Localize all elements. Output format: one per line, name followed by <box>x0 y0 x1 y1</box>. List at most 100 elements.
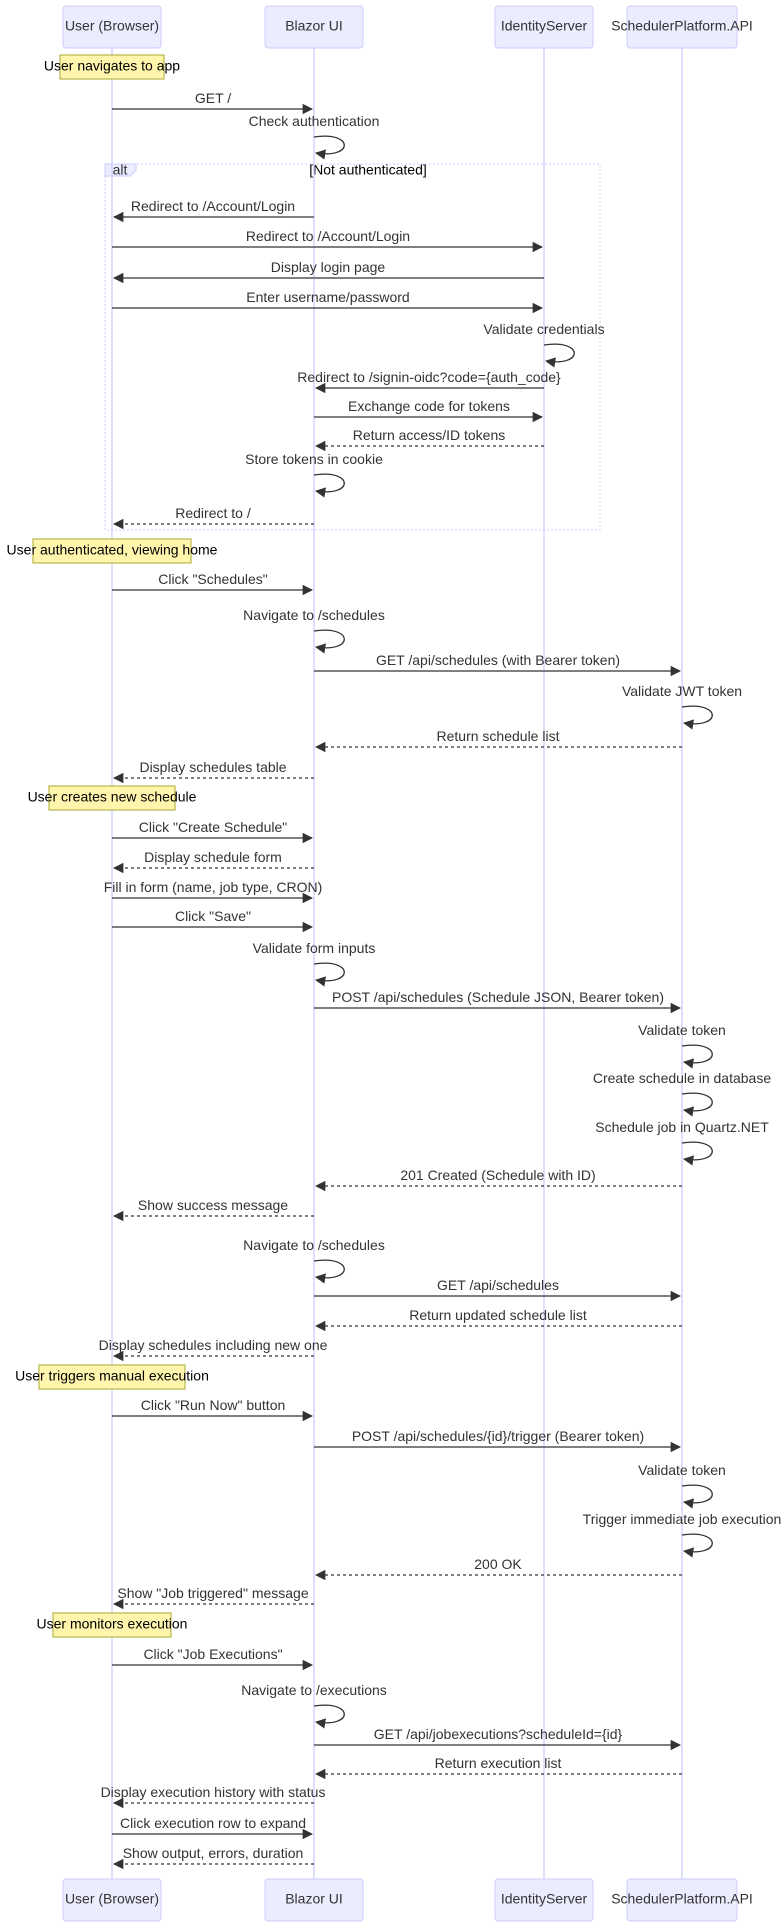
self-message-label: Trigger immediate job execution <box>583 1511 782 1527</box>
self-message: Check authentication <box>249 113 380 160</box>
actor-label: Blazor UI <box>285 1891 343 1907</box>
actor-box <box>264 1878 364 1922</box>
message-label: Redirect to / <box>175 505 251 521</box>
message: Show "Job triggered" message <box>112 1585 314 1610</box>
self-loop-arrow <box>313 1704 345 1729</box>
self-loop-arrow <box>681 1533 713 1558</box>
actor-ui-top: Blazor UI <box>264 5 364 49</box>
note-text: User triggers manual execution <box>15 1368 209 1384</box>
self-message-label: Navigate to /schedules <box>243 607 385 623</box>
message-label: Return access/ID tokens <box>353 427 506 443</box>
message: Return execution list <box>314 1755 682 1780</box>
message: Display execution history with status <box>101 1784 326 1809</box>
self-message-label: Store tokens in cookie <box>245 451 383 467</box>
note: User creates new schedule <box>28 785 197 811</box>
message: 201 Created (Schedule with ID) <box>314 1167 682 1192</box>
message: Click "Run Now" button <box>112 1397 314 1422</box>
self-message: Store tokens in cookie <box>245 451 383 498</box>
message: Return access/ID tokens <box>314 427 544 452</box>
self-message: Trigger immediate job execution <box>583 1511 782 1558</box>
actor-box <box>62 1878 162 1922</box>
note: User triggers manual execution <box>15 1364 209 1390</box>
actor-user-top: User (Browser) <box>62 5 162 49</box>
note-box <box>32 538 192 564</box>
note-text: User monitors execution <box>37 1616 188 1632</box>
alt-frame: alt[Not authenticated] <box>104 162 601 531</box>
note-text: User creates new schedule <box>28 789 197 805</box>
self-loop-arrow <box>681 1141 713 1166</box>
message-label: GET /api/jobexecutions?scheduleId={id} <box>374 1726 623 1742</box>
note-text: User authenticated, viewing home <box>7 542 218 558</box>
message: 200 OK <box>314 1556 682 1581</box>
message-label: Redirect to /Account/Login <box>131 198 295 214</box>
message: Redirect to /Account/Login <box>112 228 544 253</box>
message-label: Return schedule list <box>437 728 560 744</box>
actor-box <box>264 5 364 49</box>
message-label: Redirect to /signin-oidc?code={auth_code… <box>297 369 561 385</box>
self-loop-arrow <box>681 1044 713 1069</box>
message: Display schedule form <box>112 849 314 874</box>
self-message-label: Check authentication <box>249 113 380 129</box>
self-loop-arrow <box>543 343 575 368</box>
message-label: Click "Create Schedule" <box>139 819 287 835</box>
self-message-label: Validate credentials <box>483 321 604 337</box>
message: GET /api/schedules (with Bearer token) <box>314 652 682 677</box>
message: Return schedule list <box>314 728 682 753</box>
actor-label: SchedulerPlatform.API <box>611 18 753 34</box>
note: User authenticated, viewing home <box>7 538 218 564</box>
note-box <box>38 1364 186 1390</box>
message: Redirect to /Account/Login <box>112 198 314 223</box>
note: User navigates to app <box>44 54 180 80</box>
actor-label: User (Browser) <box>65 1891 159 1907</box>
message-label: Redirect to /Account/Login <box>246 228 410 244</box>
alt-keyword: alt <box>113 162 128 178</box>
message-label: Click "Run Now" button <box>141 1397 286 1413</box>
message: Redirect to /signin-oidc?code={auth_code… <box>297 369 561 394</box>
message-label: Click execution row to expand <box>120 1815 306 1831</box>
message: Show success message <box>112 1197 314 1222</box>
self-message: Validate token <box>638 1022 726 1069</box>
actor-user-bottom: User (Browser) <box>62 1878 162 1922</box>
self-message: Validate JWT token <box>622 683 742 730</box>
self-message: Validate form inputs <box>253 940 375 987</box>
message-label: Return updated schedule list <box>409 1307 587 1323</box>
actor-label: Blazor UI <box>285 18 343 34</box>
message-label: Show "Job triggered" message <box>117 1585 308 1601</box>
message: Redirect to / <box>112 505 314 530</box>
self-message-label: Create schedule in database <box>593 1070 771 1086</box>
message-label: POST /api/schedules/{id}/trigger (Bearer… <box>352 1428 644 1444</box>
alt-frame-border <box>104 163 601 531</box>
self-message: Navigate to /schedules <box>243 1237 385 1284</box>
actor-label: IdentityServer <box>501 1891 588 1907</box>
self-loop-arrow <box>681 705 713 730</box>
message: GET /api/jobexecutions?scheduleId={id} <box>314 1726 682 1751</box>
message-label: Click "Save" <box>175 908 251 924</box>
message: Click "Job Executions" <box>112 1646 314 1671</box>
message: Display login page <box>112 259 544 284</box>
message-label: POST /api/schedules (Schedule JSON, Bear… <box>332 989 664 1005</box>
message-label: Show output, errors, duration <box>123 1845 304 1861</box>
actor-ids-bottom: IdentityServer <box>494 1878 594 1922</box>
actor-label: IdentityServer <box>501 18 588 34</box>
note-box <box>59 54 165 80</box>
self-message: Navigate to /executions <box>241 1682 387 1729</box>
message-label: Exchange code for tokens <box>348 398 510 414</box>
self-message-label: Validate token <box>638 1462 726 1478</box>
actor-box <box>626 1878 738 1922</box>
self-loop-arrow <box>313 473 345 498</box>
note-text: User navigates to app <box>44 58 180 74</box>
message: Display schedules table <box>112 759 314 784</box>
self-loop-arrow <box>313 135 345 160</box>
message: Fill in form (name, job type, CRON) <box>104 879 322 904</box>
message-label: Click "Schedules" <box>158 571 268 587</box>
actor-label: SchedulerPlatform.API <box>611 1891 753 1907</box>
self-loop-arrow <box>681 1484 713 1509</box>
self-message-label: Navigate to /executions <box>241 1682 387 1698</box>
message: Exchange code for tokens <box>314 398 544 423</box>
actor-ui-bottom: Blazor UI <box>264 1878 364 1922</box>
alt-tab <box>104 163 137 177</box>
actor-api-top: SchedulerPlatform.API <box>611 5 753 49</box>
message-label: Display execution history with status <box>101 1784 326 1800</box>
message-label: GET /api/schedules <box>437 1277 559 1293</box>
